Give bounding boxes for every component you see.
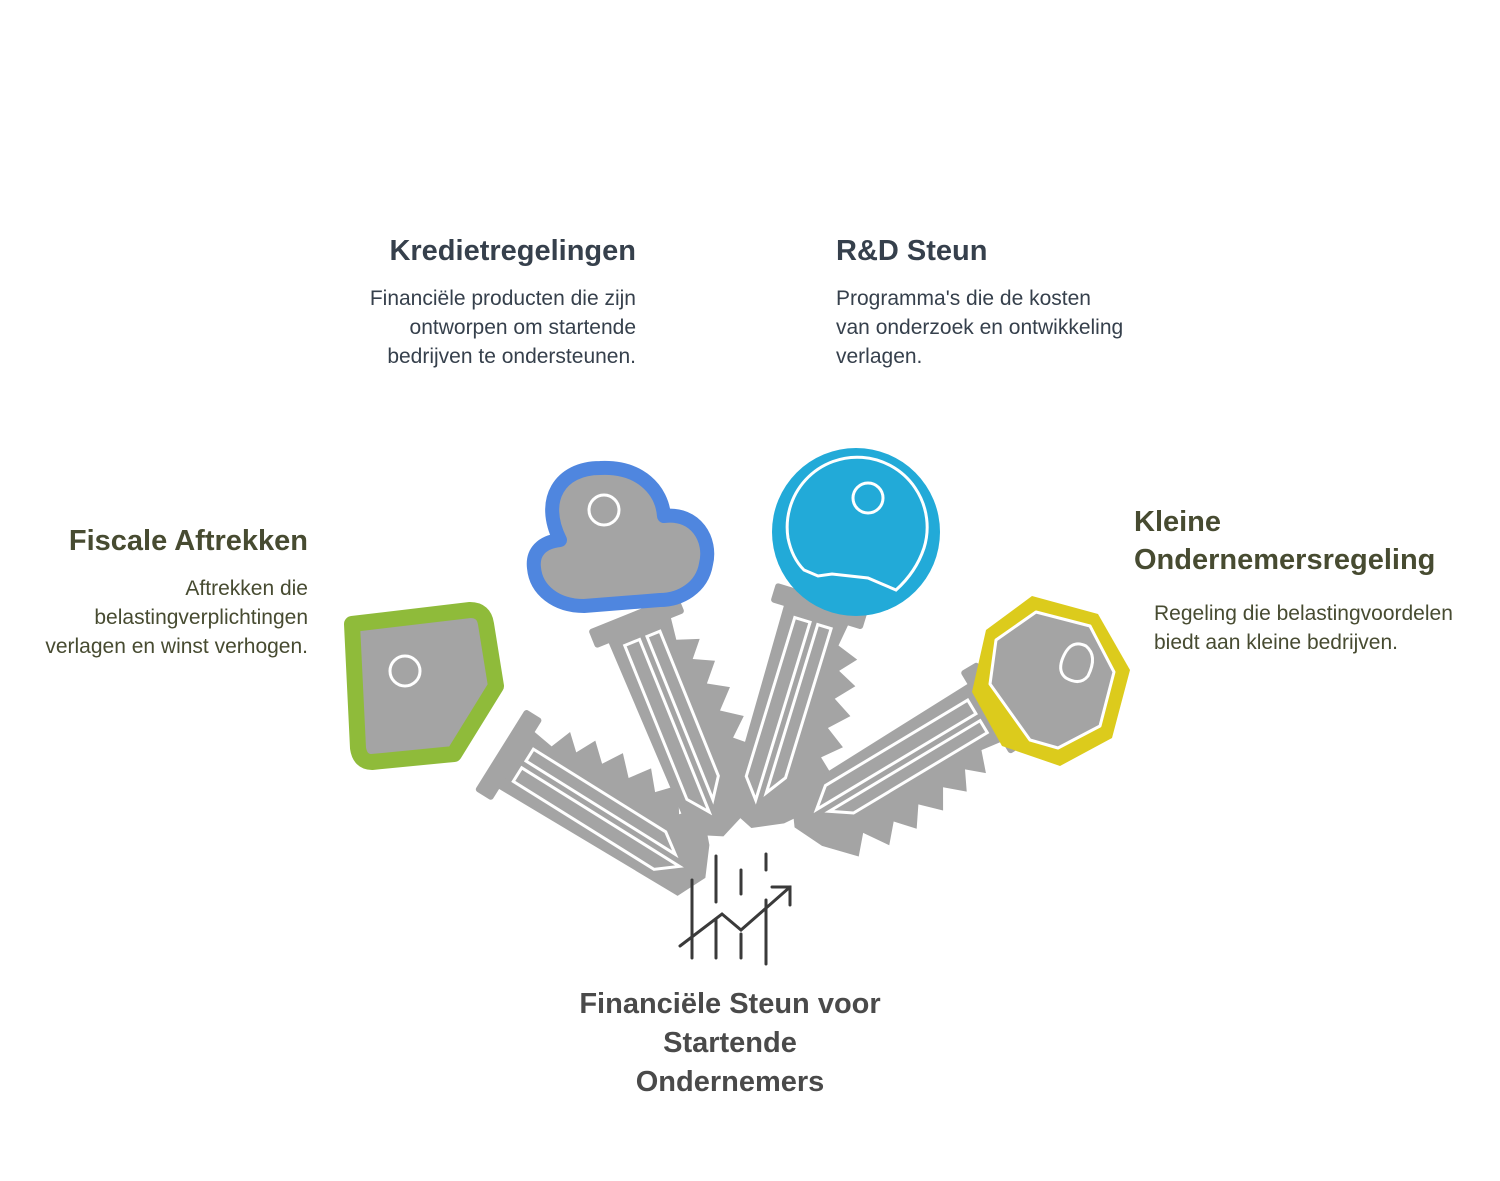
key-hole (1059, 642, 1094, 683)
kleine-ondernemersregeling-block: Kleine Ondernemersregeling Regeling die … (1134, 503, 1474, 657)
kredietregelingen-description: Financiële producten die zijn ontworpen … (369, 287, 636, 368)
cloud-key-head (526, 460, 715, 613)
fiscale-aftrekken-description: Aftrekken die belastingverplichtingen ve… (45, 577, 308, 658)
kredietregelingen-block: Kredietregelingen Financiële producten d… (330, 232, 636, 371)
hexagon-key-icon (768, 596, 1130, 884)
fiscale-aftrekken-title: Fiscale Aftrekken (68, 525, 308, 557)
cloud-key-icon (526, 460, 785, 856)
rd-steun-block: R&D Steun Programma's die de kosten van … (836, 232, 1126, 371)
key-hole (587, 493, 621, 527)
rd-steun-description: Programma's die de kosten van onderzoek … (836, 287, 1124, 368)
kleine-ondernemersregeling-title: Kleine Ondernemersregeling (1134, 506, 1436, 576)
key-hole (388, 654, 422, 688)
kleine-ondernemersregeling-description: Regeling die belastingvoordelen biedt aa… (1154, 602, 1453, 654)
pentagon-key-icon (344, 602, 741, 921)
pentagon-key-head (344, 602, 504, 770)
rd-steun-title: R&D Steun (836, 235, 988, 267)
round-key-inner (785, 455, 929, 592)
round-key-icon (703, 448, 940, 849)
fiscale-aftrekken-block: Fiscale Aftrekken Aftrekken die belastin… (40, 522, 308, 661)
key-hole (851, 481, 885, 515)
center-title: Financiële Steun voor Startende Ondernem… (579, 988, 881, 1098)
growth-chart-icon (678, 852, 792, 966)
kredietregelingen-title: Kredietregelingen (389, 235, 636, 267)
